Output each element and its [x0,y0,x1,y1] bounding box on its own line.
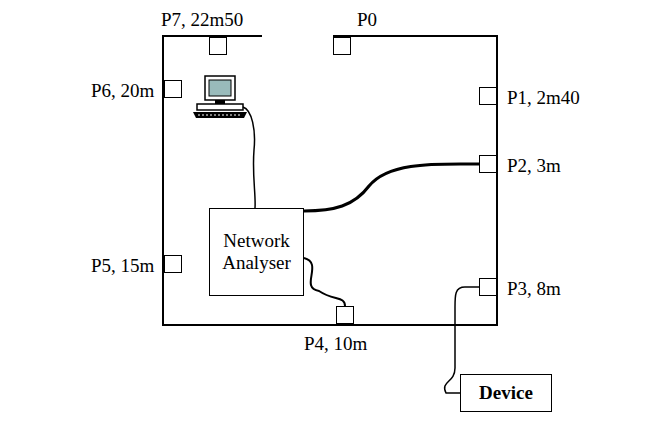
box-text: Device [479,382,533,404]
cable [304,258,345,306]
port-label: P0 [357,10,377,29]
port-label: P3, 8m [507,279,561,298]
port-label: P1, 2m40 [507,88,580,107]
cable [304,164,479,211]
port-square: P7, 22m50 [209,37,227,55]
port-label: P4, 10m [304,334,367,353]
port-square: P3, 8m [479,278,497,296]
port-label: P6, 20m [91,81,154,100]
room-wall [163,36,497,325]
device-box: Network Analyser [209,208,304,296]
port-square: P0 [333,37,351,55]
port-square: P2, 3m [479,155,497,173]
port-square: P4, 10m [336,306,354,324]
computer-icon [193,76,255,208]
port-square: P5, 15m [164,255,182,273]
device-box: Device [460,374,552,412]
port-label: P7, 22m50 [161,10,243,29]
port-square: P1, 2m40 [479,87,497,105]
port-label: P5, 15m [91,256,154,275]
box-text: Network Analyser [214,230,299,274]
port-square: P6, 20m [164,80,182,98]
port-label: P2, 3m [507,156,561,175]
